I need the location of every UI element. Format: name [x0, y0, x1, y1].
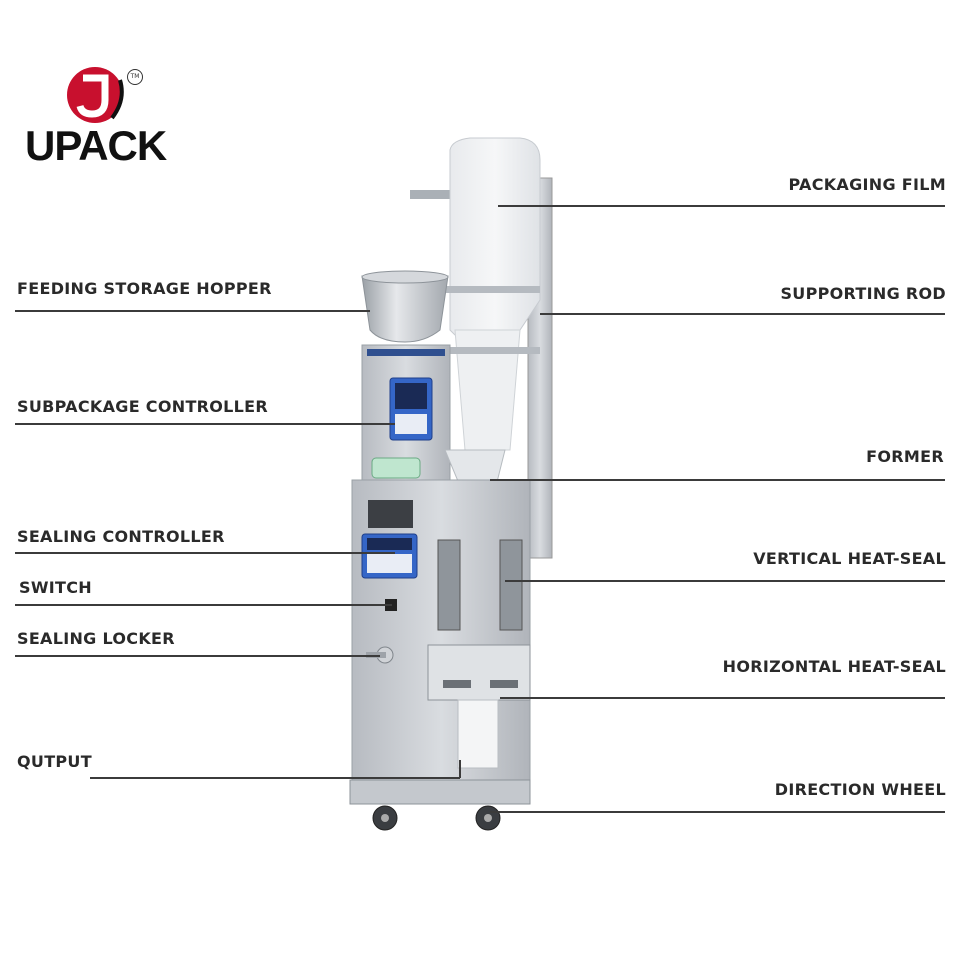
feeding-hopper-bowl	[362, 276, 448, 342]
top-indicator-panel	[368, 500, 413, 528]
label-subpackage-controller: SUBPACKAGE CONTROLLER	[17, 397, 268, 416]
hopper-rim	[362, 271, 448, 283]
horizontal-seal-vent-left	[443, 680, 471, 688]
machine-base	[350, 780, 530, 804]
label-vertical-heat-seal: VERTICAL HEAT-SEAL	[753, 549, 946, 568]
label-switch: SWITCH	[19, 578, 92, 597]
label-horizontal-heat-seal: HORIZONTAL HEAT-SEAL	[723, 657, 946, 676]
label-packaging-film: PACKAGING FILM	[788, 175, 946, 194]
horizontal-seal-vent-right	[490, 680, 518, 688]
label-former: FORMER	[866, 447, 944, 466]
film-spindle	[410, 190, 455, 199]
label-output: QUTPUT	[17, 752, 92, 771]
sealing-keypad	[367, 554, 412, 573]
label-sealing-controller: SEALING CONTROLLER	[17, 527, 225, 546]
wheel-hub-right	[484, 814, 492, 822]
vertical-seal-left	[438, 540, 460, 630]
wheel-hub-left	[381, 814, 389, 822]
sealing-display	[367, 538, 412, 550]
subpackage-keypad	[395, 414, 427, 434]
packaging-film-roll	[450, 138, 540, 340]
label-supporting-rod: SUPPORTING ROD	[780, 284, 946, 303]
horizontal-heat-seal-block	[428, 645, 530, 700]
cabinet-strip	[367, 349, 445, 356]
brand-name: UPACK	[25, 122, 166, 170]
label-sealing-locker: SEALING LOCKER	[17, 629, 175, 648]
green-label	[372, 458, 420, 478]
brand-logo	[67, 67, 123, 123]
trademark-symbol: TM	[127, 69, 143, 85]
label-feeding-hopper: FEEDING STORAGE HOPPER	[17, 279, 272, 298]
vertical-seal-right	[500, 540, 522, 630]
label-direction-wheel: DIRECTION WHEEL	[775, 780, 946, 799]
output-chute	[458, 700, 498, 768]
subpackage-display	[395, 383, 427, 409]
